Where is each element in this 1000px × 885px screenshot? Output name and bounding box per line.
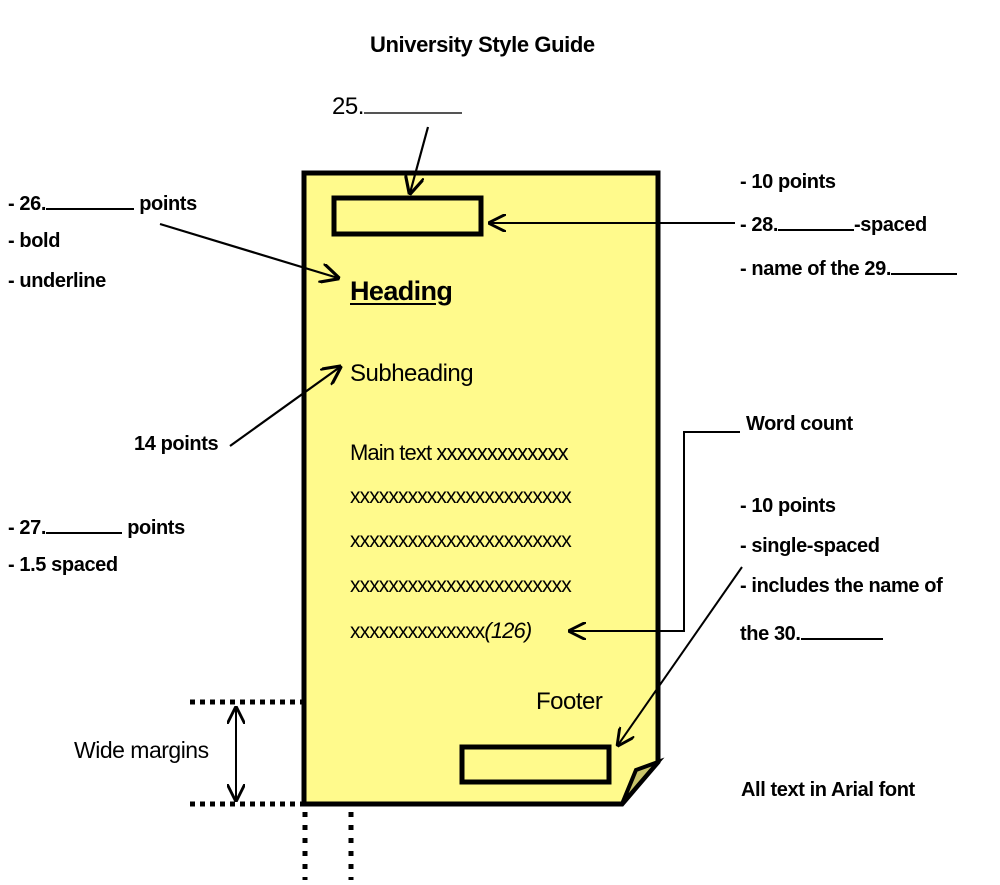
font-note: All text in Arial font (741, 779, 915, 801)
page-subheading: Subheading (350, 360, 474, 387)
word-count-callout: Word count (746, 413, 853, 435)
page-heading: Heading (350, 276, 453, 306)
question-25: 25. (332, 93, 462, 121)
main-text-callout-line2: - 1.5 spaced (8, 554, 118, 576)
answer-blank-25[interactable] (363, 94, 462, 114)
main-text-line: xxxxxxxxxxxxxxxxxxxxxxx (350, 573, 572, 597)
footer-callout-line2: - single-spaced (740, 535, 880, 557)
footer-callout-line1: - 10 points (740, 495, 836, 517)
arrow-heading (159, 222, 338, 278)
arrow-footer (618, 566, 743, 745)
footer-callout-line3: - includes the name of (740, 575, 943, 597)
header-box (331, 195, 484, 237)
main-text-line: xxxxxxxxxxxxxxxxxxxxxxx (350, 529, 572, 552)
footer-callout-line4: the 30. (740, 620, 883, 646)
main-text-callout-line1: - 27. points (8, 514, 185, 540)
diagram-title: University Style Guide (370, 32, 595, 57)
heading-callout-line1: - 26. points (8, 190, 197, 216)
answer-blank-30[interactable] (800, 620, 883, 640)
arrow-subheading (229, 367, 340, 447)
main-text-line: xxxxxxxxxxxxxxxxxxxxxxx (350, 484, 572, 508)
wide-margins-label: Wide margins (74, 737, 209, 763)
header-callout-line1: - 10 points (740, 171, 836, 193)
question-25-number: 25. (332, 93, 364, 120)
main-text-last-line: xxxxxxxxxxxxxx(126) (350, 618, 532, 643)
heading-callout-line3: - underline (8, 270, 106, 292)
answer-blank-26[interactable] (46, 190, 135, 210)
heading-callout-line2: - bold (8, 230, 61, 252)
answer-blank-29[interactable] (891, 255, 958, 275)
word-count-value: (126) (484, 618, 532, 643)
folded-corner (620, 757, 665, 806)
header-callout-line3: - name of the 29. (740, 255, 958, 281)
footer-box (459, 744, 612, 785)
header-callout-line2: - 28.-spaced (740, 211, 927, 237)
subheading-callout: 14 points (134, 433, 219, 455)
answer-blank-28[interactable] (778, 211, 855, 231)
main-text-line: Main text xxxxxxxxxxxxx (350, 440, 569, 465)
answer-blank-27[interactable] (46, 514, 123, 534)
arrow-header-top (410, 126, 430, 193)
arrow-word-count (570, 431, 740, 631)
page-main-text: Main text xxxxxxxxxxxxx xxxxxxxxxxxxxxxx… (350, 440, 572, 663)
page-footer-label: Footer (536, 688, 603, 715)
